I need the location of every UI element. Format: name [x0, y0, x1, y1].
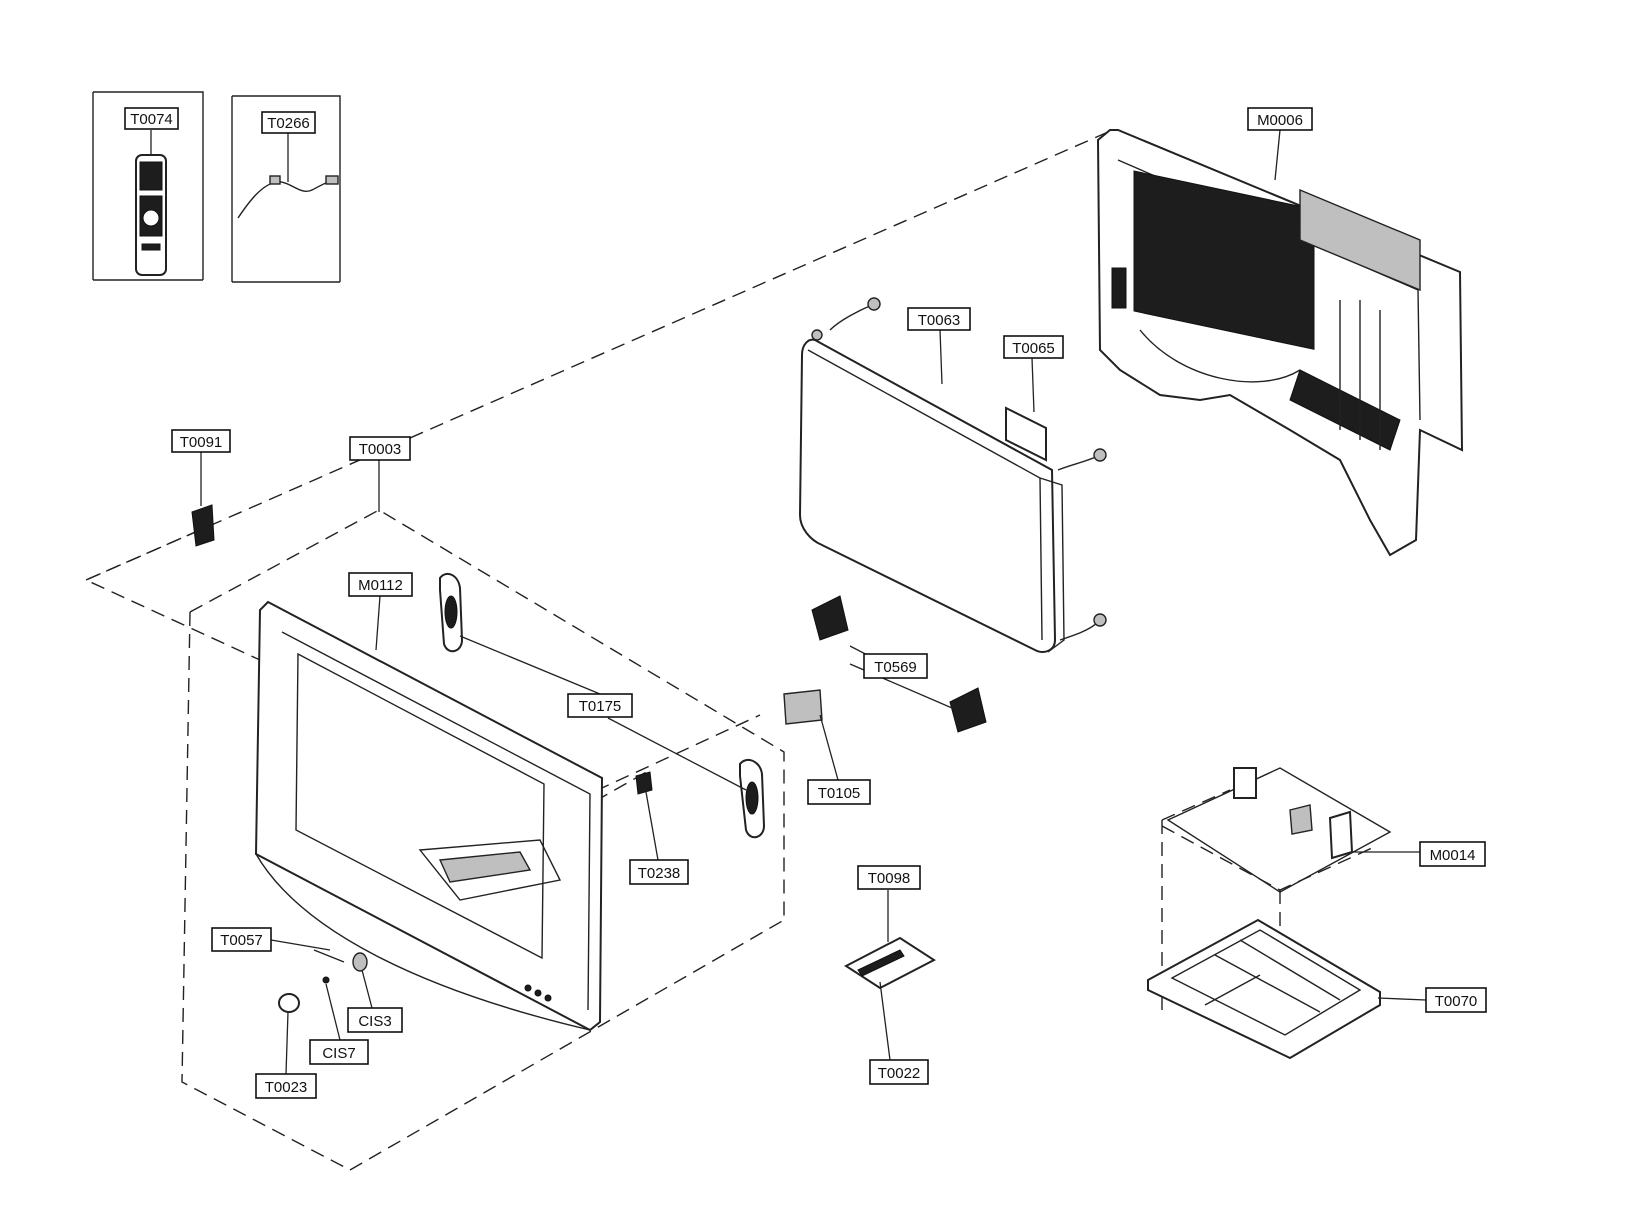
part-labels: T0074 T0266 M0006 T0063 T0065 T0091 T000… [124, 107, 1487, 1099]
svg-text:T0238: T0238 [638, 865, 681, 882]
leader-lines [270, 129, 1427, 1075]
rear-cabinet-drawing [1096, 129, 1464, 557]
svg-text:T0098: T0098 [868, 870, 911, 887]
svg-text:M0014: M0014 [1430, 847, 1476, 864]
picture-tube-drawing [798, 297, 1107, 653]
label-cis3: CIS3 [347, 1007, 403, 1033]
power-cord-icon [237, 132, 339, 219]
label-t0105: T0105 [807, 779, 871, 805]
svg-text:T0003: T0003 [359, 441, 402, 458]
svg-text:T0023: T0023 [265, 1079, 308, 1096]
label-t0063: T0063 [907, 307, 971, 331]
label-t0098: T0098 [857, 865, 921, 890]
front-cabinet-drawing [254, 600, 604, 1032]
label-t0003: T0003 [349, 436, 411, 461]
svg-text:M0006: M0006 [1257, 112, 1303, 129]
small-parts [191, 452, 1392, 1060]
svg-text:M0112: M0112 [358, 577, 403, 594]
label-t0175: T0175 [567, 693, 633, 718]
tube-bracket-drawings [811, 595, 987, 733]
label-t0023: T0023 [255, 1073, 317, 1099]
accessory-panels [92, 91, 341, 283]
label-m0006: M0006 [1247, 107, 1313, 131]
svg-text:T0105: T0105 [818, 785, 861, 802]
svg-text:CIS7: CIS7 [322, 1045, 355, 1062]
bracket-left-shape [191, 504, 215, 547]
svg-text:T0057: T0057 [220, 932, 263, 949]
label-t0238: T0238 [629, 859, 689, 885]
label-t0057: T0057 [211, 927, 272, 952]
svg-text:CIS3: CIS3 [358, 1013, 391, 1030]
svg-text:T0569: T0569 [874, 659, 917, 676]
exploded-guide-lines [84, 131, 1373, 1171]
label-t0091: T0091 [171, 429, 231, 453]
svg-text:T0070: T0070 [1435, 993, 1478, 1010]
svg-text:T0065: T0065 [1012, 340, 1055, 357]
svg-text:T0091: T0091 [180, 434, 223, 451]
svg-text:T0074: T0074 [130, 111, 173, 128]
svg-text:T0022: T0022 [878, 1065, 921, 1082]
svg-text:T0266: T0266 [267, 115, 310, 132]
label-t0022: T0022 [869, 1059, 929, 1085]
svg-text:T0175: T0175 [579, 698, 622, 715]
label-t0569: T0569 [863, 653, 928, 679]
label-t0070: T0070 [1425, 987, 1487, 1013]
label-cis7: CIS7 [309, 1039, 369, 1065]
label-m0112: M0112 [348, 572, 413, 597]
label-t0065: T0065 [1003, 335, 1064, 359]
remote-control-icon [135, 130, 167, 276]
label-t0266: T0266 [261, 111, 316, 134]
label-t0074: T0074 [124, 107, 179, 130]
label-m0014: M0014 [1419, 841, 1486, 867]
svg-text:T0063: T0063 [918, 312, 961, 329]
